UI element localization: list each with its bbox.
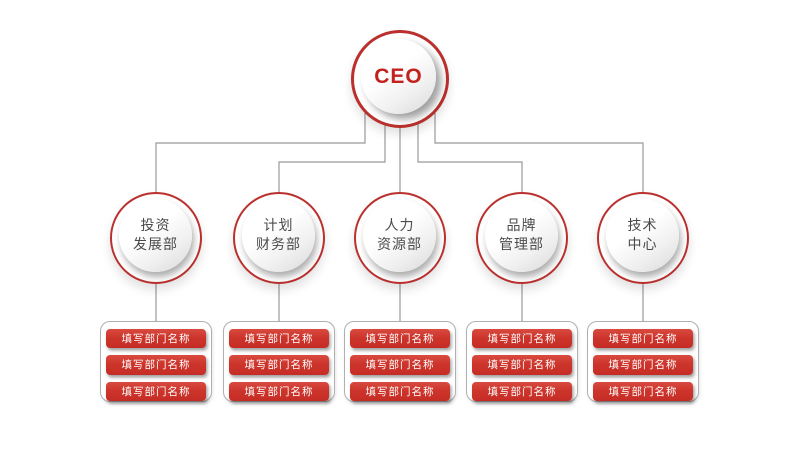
ceo-node[interactable]: CEO <box>351 30 449 128</box>
sub-dept-placeholder[interactable]: 填写部门名称 <box>229 381 329 401</box>
sub-dept-placeholder[interactable]: 填写部门名称 <box>593 381 693 401</box>
sub-dept-placeholder[interactable]: 填写部门名称 <box>472 355 572 375</box>
sub-dept-group-3: 填写部门名称 填写部门名称 填写部门名称 <box>344 321 456 402</box>
sub-dept-placeholder[interactable]: 填写部门名称 <box>229 355 329 375</box>
sub-dept-placeholder[interactable]: 填写部门名称 <box>350 329 450 349</box>
dept-circle-face: 投资 发展部 <box>119 199 192 272</box>
sub-dept-placeholder[interactable]: 填写部门名称 <box>472 381 572 401</box>
sub-dept-placeholder[interactable]: 填写部门名称 <box>106 329 206 349</box>
dept-circle-face: 人力 资源部 <box>363 199 436 272</box>
connector-ceo-dept5 <box>434 113 644 192</box>
sub-dept-group-2: 填写部门名称 填写部门名称 填写部门名称 <box>223 321 335 402</box>
sub-dept-placeholder[interactable]: 填写部门名称 <box>593 355 693 375</box>
sub-dept-placeholder[interactable]: 填写部门名称 <box>229 329 329 349</box>
dept-node-2[interactable]: 计划 财务部 <box>233 192 325 284</box>
connector-ceo-dept4 <box>417 123 523 192</box>
dept-label-3: 人力 资源部 <box>377 218 422 253</box>
dept-label-4: 品牌 管理部 <box>499 218 544 253</box>
dept-label-5: 技术 中心 <box>627 218 658 253</box>
sub-dept-placeholder[interactable]: 填写部门名称 <box>593 329 693 349</box>
sub-dept-placeholder[interactable]: 填写部门名称 <box>350 355 450 375</box>
sub-dept-group-1: 填写部门名称 填写部门名称 填写部门名称 <box>100 321 212 402</box>
ceo-label: CEO <box>374 64 423 88</box>
dept-node-4[interactable]: 品牌 管理部 <box>476 192 568 284</box>
sub-dept-placeholder[interactable]: 填写部门名称 <box>106 355 206 375</box>
sub-dept-placeholder[interactable]: 填写部门名称 <box>472 329 572 349</box>
dept-circle-face: 计划 财务部 <box>242 199 315 272</box>
dept-circle-face: 品牌 管理部 <box>485 199 558 272</box>
connector-ceo-dept2 <box>278 123 386 192</box>
ceo-circle-face: CEO <box>361 39 436 114</box>
dept-node-5[interactable]: 技术 中心 <box>597 192 689 284</box>
dept-label-2: 计划 财务部 <box>256 218 301 253</box>
dept-circle-face: 技术 中心 <box>606 199 679 272</box>
sub-dept-group-4: 填写部门名称 填写部门名称 填写部门名称 <box>466 321 578 402</box>
dept-label-1: 投资 发展部 <box>133 218 178 253</box>
dept-node-1[interactable]: 投资 发展部 <box>110 192 202 284</box>
connector-ceo-dept1 <box>155 113 366 192</box>
sub-dept-placeholder[interactable]: 填写部门名称 <box>106 381 206 401</box>
dept-node-3[interactable]: 人力 资源部 <box>354 192 446 284</box>
sub-dept-group-5: 填写部门名称 填写部门名称 填写部门名称 <box>587 321 699 402</box>
sub-dept-placeholder[interactable]: 填写部门名称 <box>350 381 450 401</box>
